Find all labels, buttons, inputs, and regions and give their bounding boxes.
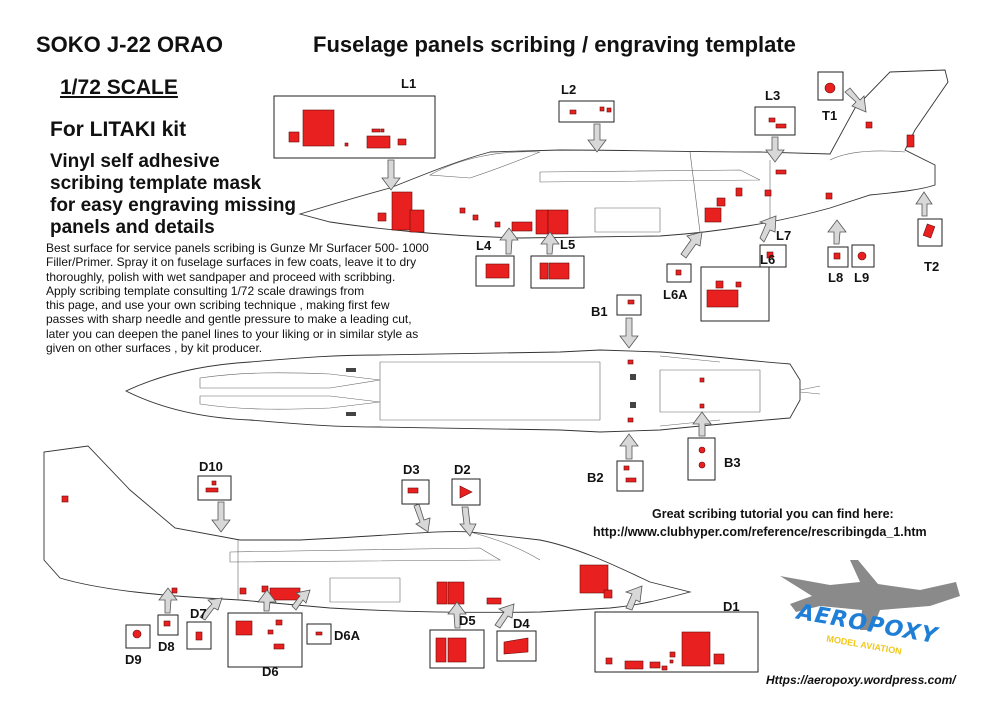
template-box-B3 bbox=[687, 437, 716, 481]
label-D7: D7 bbox=[190, 606, 207, 621]
intro-text: Vinyl self adhesive scribing template ma… bbox=[50, 151, 297, 238]
instructions-text: Best surface for service panels scribing… bbox=[46, 241, 429, 356]
aircraft-plan-view bbox=[124, 349, 821, 433]
label-D9: D9 bbox=[125, 652, 142, 667]
label-B1: B1 bbox=[591, 304, 608, 319]
template-box-L1 bbox=[273, 95, 436, 159]
label-L9: L9 bbox=[854, 270, 870, 285]
scale-label: 1/72 SCALE bbox=[60, 76, 178, 99]
label-D6A: D6A bbox=[334, 628, 361, 643]
label-L8: L8 bbox=[828, 270, 844, 285]
label-L6A: L6A bbox=[663, 287, 688, 302]
aeropoxy-logo bbox=[780, 560, 960, 630]
kit-label: For LITAKI kit bbox=[50, 118, 187, 141]
template-box-B2 bbox=[616, 460, 644, 492]
label-L3: L3 bbox=[765, 88, 781, 103]
tutorial-link[interactable]: http://www.clubhyper.com/reference/rescr… bbox=[593, 525, 927, 539]
label-D1: D1 bbox=[723, 599, 740, 614]
label-D6: D6 bbox=[262, 664, 279, 679]
label-B2: B2 bbox=[587, 470, 604, 485]
label-T2: T2 bbox=[924, 259, 940, 274]
label-L5: L5 bbox=[560, 237, 576, 252]
template-box-D1 bbox=[594, 611, 759, 673]
aircraft-side-view-bottom bbox=[43, 445, 692, 613]
label-L6: L6 bbox=[760, 252, 776, 267]
label-D4: D4 bbox=[513, 616, 530, 631]
label-T1: T1 bbox=[822, 108, 838, 123]
template-box-L2 bbox=[558, 100, 615, 123]
brand-url-link[interactable]: Https://aeropoxy.wordpress.com/ bbox=[766, 673, 956, 687]
aircraft-side-view-top bbox=[298, 69, 949, 239]
label-D2: D2 bbox=[454, 462, 471, 477]
label-D8: D8 bbox=[158, 639, 175, 654]
template-box-B1 bbox=[616, 294, 642, 316]
tutorial-heading: Great scribing tutorial you can find her… bbox=[652, 507, 894, 521]
template-box-D6 bbox=[227, 612, 303, 668]
label-L2: L2 bbox=[561, 82, 577, 97]
template-box-D7 bbox=[186, 621, 212, 650]
label-B3: B3 bbox=[724, 455, 741, 470]
label-D5: D5 bbox=[459, 613, 476, 628]
label-L1: L1 bbox=[401, 76, 417, 91]
label-D3: D3 bbox=[403, 462, 420, 477]
aircraft-title: SOKO J-22 ORAO bbox=[36, 32, 224, 57]
template-title: Fuselage panels scribing / engraving tem… bbox=[313, 32, 796, 57]
label-D10: D10 bbox=[199, 459, 223, 474]
label-L4: L4 bbox=[476, 238, 492, 253]
label-L7: L7 bbox=[776, 228, 792, 243]
